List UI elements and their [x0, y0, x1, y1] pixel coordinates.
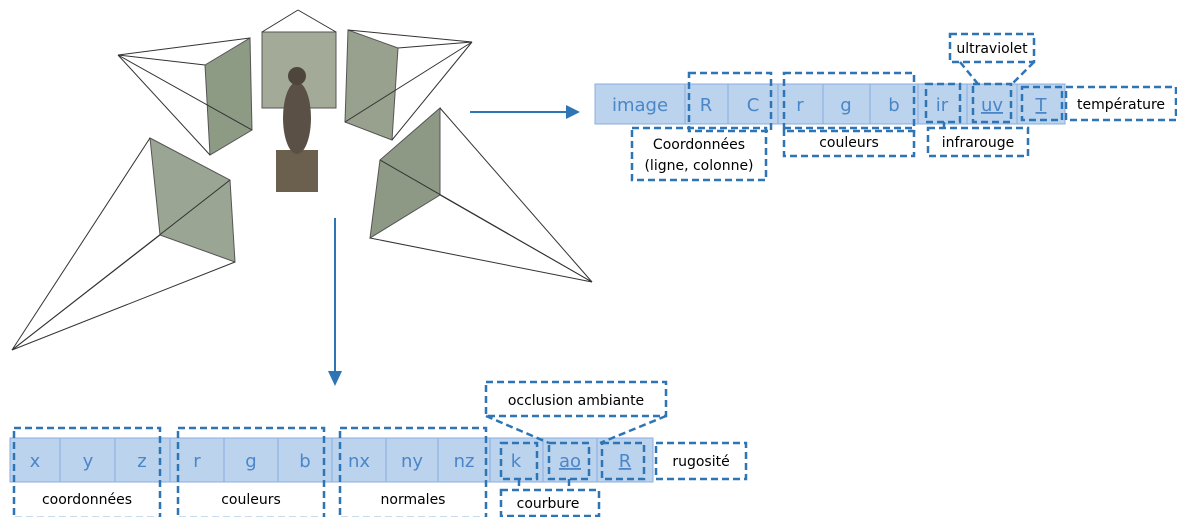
camera-frustum-right-lower [369, 106, 593, 283]
point-cell-ambient-occlusion: ao [559, 451, 581, 472]
ambient-occlusion-label: occlusion ambiante [508, 393, 644, 409]
image-cell-ultraviolet: uv [981, 95, 1003, 116]
roughness-label-box [654, 441, 748, 481]
image-cell-image: image [612, 95, 668, 116]
ultraviolet-label-box [948, 32, 1036, 64]
camera-frustum-right-upper [344, 29, 473, 141]
camera-rig-illustration [11, 9, 593, 351]
curvature-label-box [499, 488, 601, 517]
coordinates-label-line2: (ligne, colonne) [644, 158, 753, 174]
point-cell-ny: ny [401, 451, 423, 472]
arrow-to-image-vector [470, 105, 580, 119]
infrared-label-box [926, 126, 1030, 158]
point-cell-red: r [193, 451, 201, 472]
normals-group-box [338, 426, 488, 517]
image-cell-column: C [747, 95, 760, 116]
roughness-label: rugosité [672, 454, 729, 470]
xyz-group-box [12, 426, 162, 517]
image-cell-row: R [700, 95, 713, 116]
image-cell-infrared: ir [936, 95, 949, 116]
image-cell-blue: b [888, 95, 899, 116]
rgb-group-box [176, 426, 326, 517]
coordinates-label: coordonnées [42, 492, 132, 508]
coordinates-label-box [630, 126, 768, 182]
point-cell-nx: nx [348, 451, 370, 472]
point-cell-z: z [137, 451, 146, 472]
camera-frustum-left-upper [117, 37, 253, 156]
infrared-label: infrarouge [942, 135, 1014, 151]
image-cell-red: r [796, 95, 804, 116]
arrow-to-point-vector [328, 218, 342, 386]
ultraviolet-group-box [971, 82, 1013, 124]
point-cell-blue: b [299, 451, 310, 472]
roughness-group-box [600, 441, 646, 481]
image-cell-green: g [840, 95, 851, 116]
ultraviolet-label: ultraviolet [956, 41, 1028, 57]
ambient-occlusion-group-box [547, 441, 591, 481]
colors-group-box [782, 71, 916, 133]
point-feature-vector: x y z r g b nx ny nz k ao R coordonnées … [9, 380, 748, 517]
coordinates-group-box [687, 71, 773, 133]
point-cell-y: y [83, 451, 94, 472]
point-cell-x: x [30, 451, 41, 472]
coordinates-label-line1: Coordonnées [653, 137, 745, 153]
point-colors-label: couleurs [221, 492, 281, 508]
point-cell-roughness: R [619, 451, 632, 472]
curvature-label: courbure [517, 496, 580, 512]
colors-label-box [782, 126, 916, 158]
temperature-label: température [1077, 97, 1165, 113]
temperature-group-box [1020, 85, 1064, 122]
colors-label: couleurs [819, 135, 879, 151]
image-cell-temperature: T [1035, 95, 1048, 116]
point-cell-green: g [245, 451, 256, 472]
camera-frustum-left-lower [11, 137, 236, 351]
point-cell-curvature: k [511, 451, 522, 472]
image-feature-vector: image R C r g b ir uv T Coordonnées (lig… [594, 32, 1177, 182]
ambient-occlusion-label-box [484, 380, 668, 418]
temperature-label-box [1064, 85, 1177, 122]
normals-label: normales [381, 492, 446, 508]
statue-point-cloud [276, 67, 318, 192]
point-cell-nz: nz [454, 451, 475, 472]
